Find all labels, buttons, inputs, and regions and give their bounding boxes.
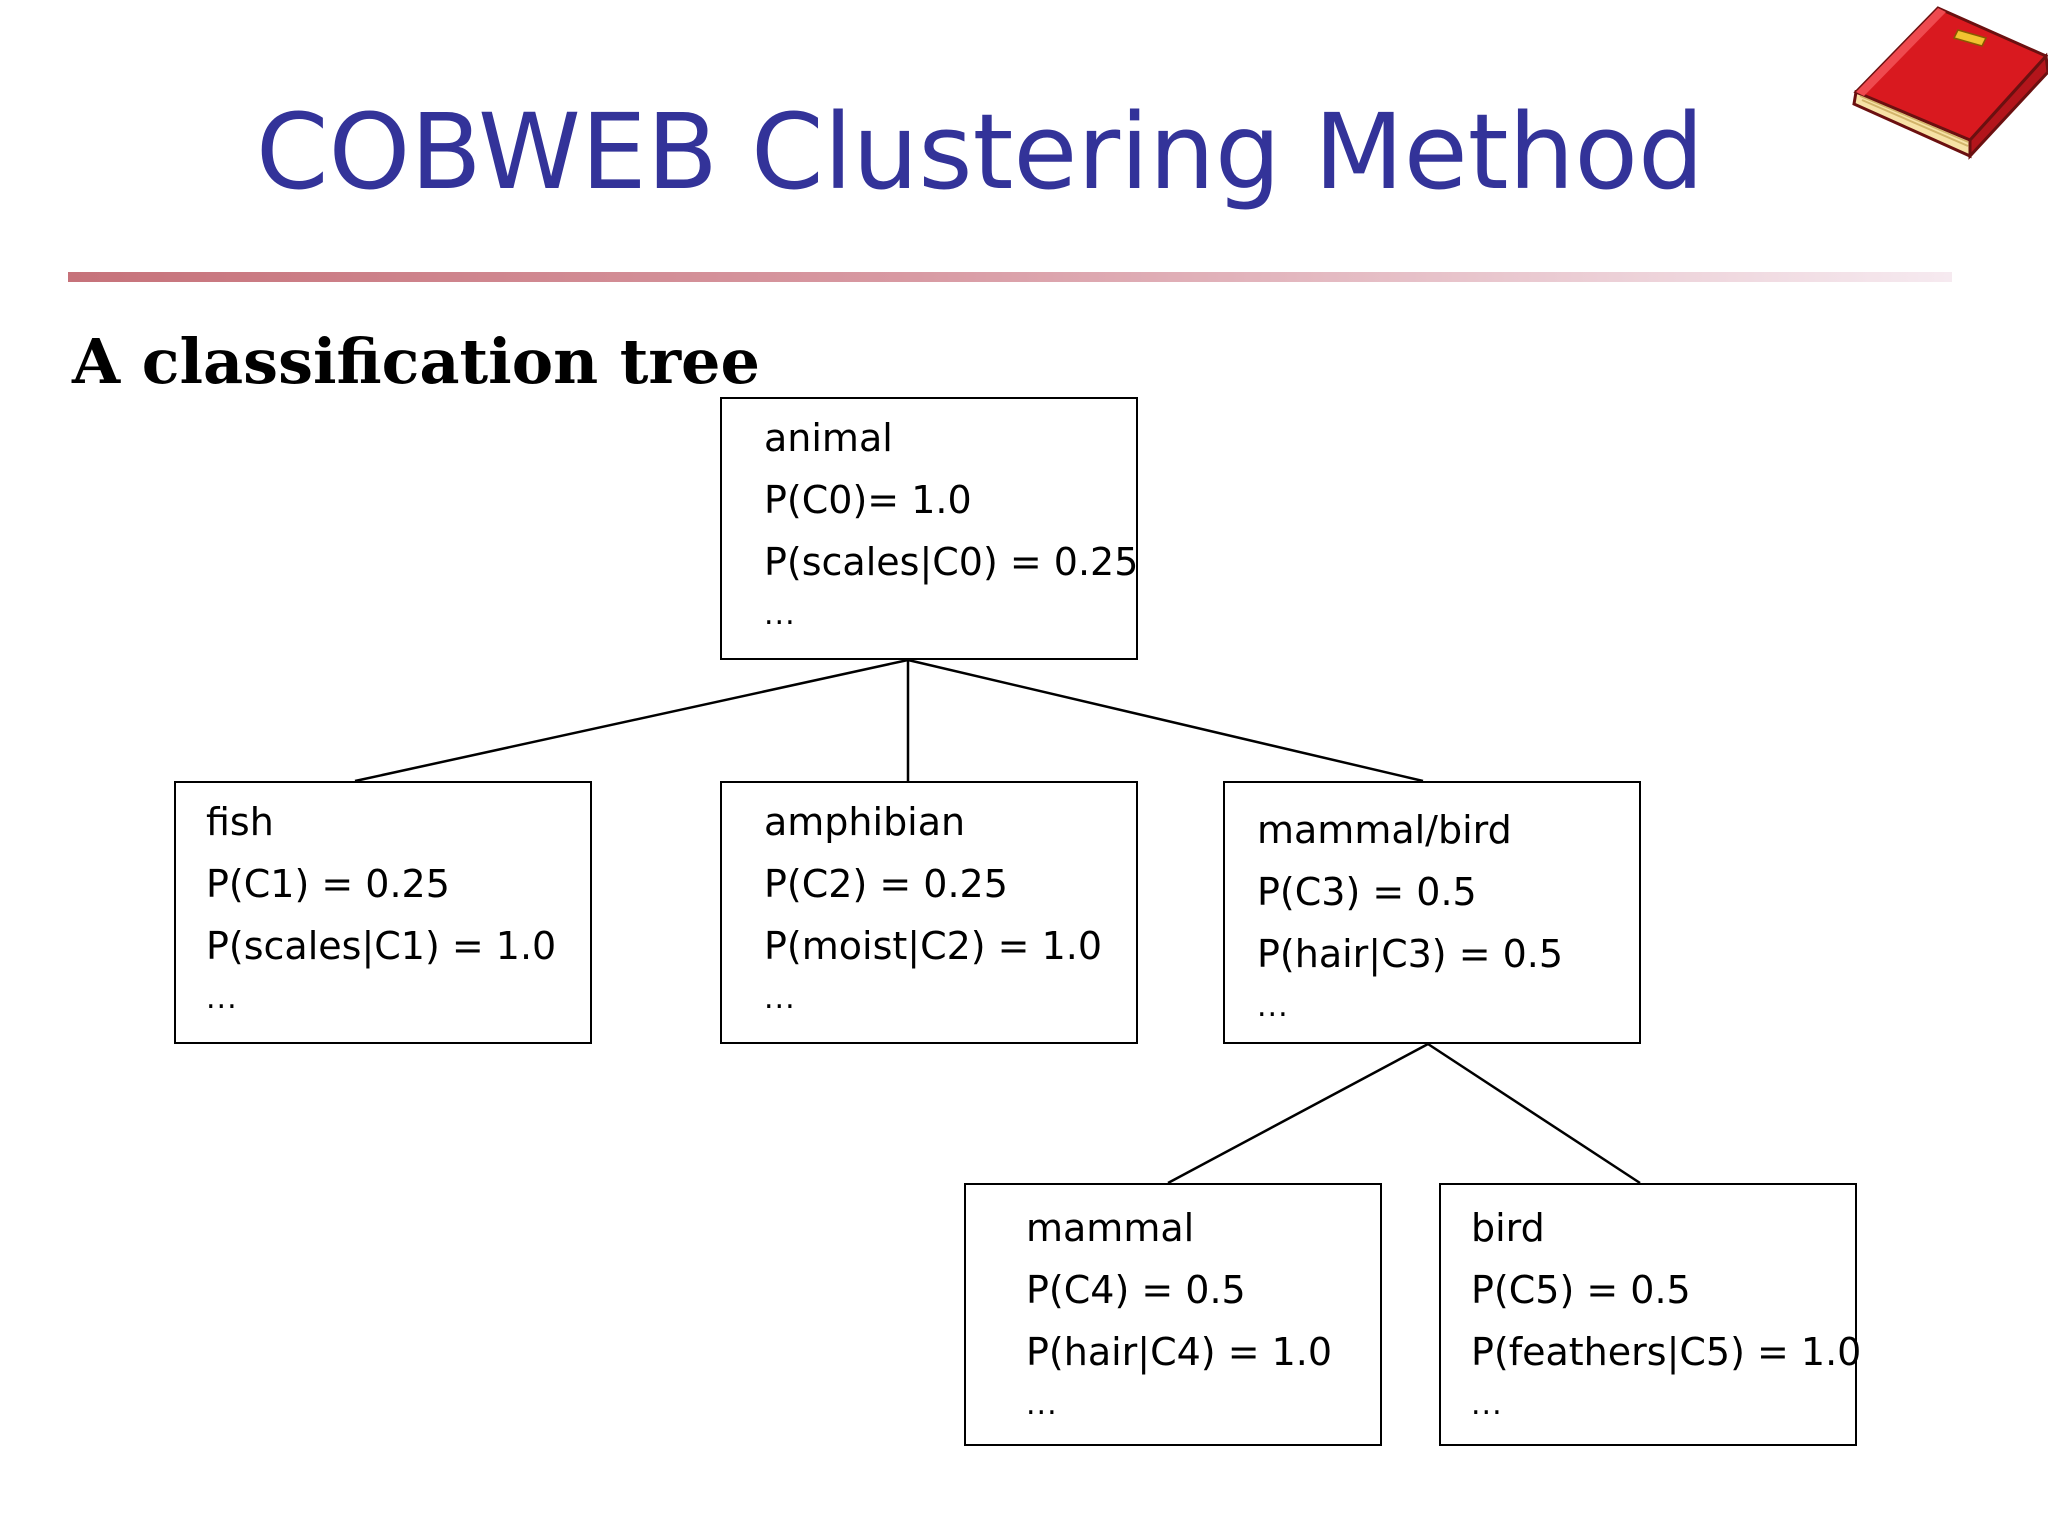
- node-bird: bird P(C5) = 0.5 P(feathers|C5) = 1.0 ..…: [1439, 1183, 1861, 1446]
- node-label: amphibian: [764, 800, 966, 844]
- node-probability: P(C2) = 0.25: [764, 862, 1008, 906]
- node-attribute: P(hair|C4) = 1.0: [1026, 1330, 1333, 1374]
- node-attribute: P(feathers|C5) = 1.0: [1471, 1330, 1862, 1374]
- node-amphibian: amphibian P(C2) = 0.25 P(moist|C2) = 1.0…: [720, 781, 1138, 1044]
- node-label: mammal: [1026, 1206, 1195, 1250]
- node-fish: fish P(C1) = 0.25 P(scales|C1) = 1.0 ...: [174, 781, 592, 1044]
- node-more: ...: [764, 981, 796, 1016]
- node-probability: P(C3) = 0.5: [1257, 870, 1477, 914]
- node-mammal: mammal P(C4) = 0.5 P(hair|C4) = 1.0 ...: [964, 1183, 1382, 1446]
- node-more: ...: [764, 597, 796, 632]
- slide-title: COBWEB Clustering Method: [255, 91, 1705, 213]
- node-label: bird: [1471, 1206, 1545, 1250]
- node-mammal-bird: mammal/bird P(C3) = 0.5 P(hair|C3) = 0.5…: [1223, 781, 1641, 1044]
- edge-mammal-bird-bird: [1427, 1042, 1641, 1185]
- red-book-icon: [1852, 6, 2048, 160]
- edge-animal-fish: [354, 658, 909, 783]
- node-probability: P(C4) = 0.5: [1026, 1268, 1246, 1312]
- node-label: mammal/bird: [1257, 808, 1512, 852]
- node-probability: P(C1) = 0.25: [206, 862, 450, 906]
- node-label: fish: [206, 800, 274, 844]
- node-attribute: P(moist|C2) = 1.0: [764, 924, 1103, 968]
- edge-animal-mammal-bird: [907, 658, 1424, 783]
- node-attribute: P(hair|C3) = 0.5: [1257, 932, 1564, 976]
- node-animal: animal P(C0)= 1.0 P(scales|C0) = 0.25 ..…: [720, 397, 1138, 660]
- node-more: ...: [1471, 1387, 1503, 1422]
- diagram-heading: A classification tree: [72, 325, 760, 398]
- node-more: ...: [1026, 1387, 1058, 1422]
- node-probability: P(C5) = 0.5: [1471, 1268, 1691, 1312]
- node-more: ...: [1257, 989, 1289, 1024]
- node-attribute: P(scales|C0) = 0.25: [764, 540, 1139, 584]
- edge-mammal-bird-mammal: [1167, 1042, 1429, 1185]
- node-attribute: P(scales|C1) = 1.0: [206, 924, 557, 968]
- node-more: ...: [206, 981, 238, 1016]
- node-label: animal: [764, 416, 893, 460]
- title-divider: [68, 272, 1952, 282]
- node-probability: P(C0)= 1.0: [764, 478, 972, 522]
